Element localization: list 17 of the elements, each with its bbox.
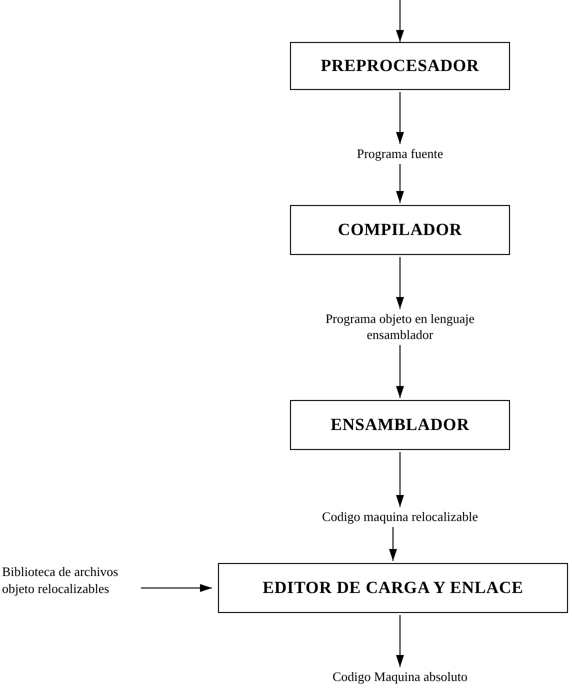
process-box: EDITOR DE CARGA Y ENLACE xyxy=(218,563,568,613)
data-label: Codigo Maquina absoluto xyxy=(332,669,468,685)
process-box: PREPROCESADOR xyxy=(290,42,510,90)
data-label: Programa fuente xyxy=(356,146,444,162)
arrow xyxy=(396,0,404,42)
arrow xyxy=(396,614,404,668)
arrow xyxy=(389,526,397,562)
arrow xyxy=(140,584,212,592)
input-label: Biblioteca de archivos objeto relocalizables xyxy=(2,563,137,597)
arrow xyxy=(396,452,404,508)
data-label: Codigo maquina relocalizable xyxy=(322,509,478,525)
arrow xyxy=(396,344,404,398)
process-box: COMPILADOR xyxy=(290,205,510,255)
arrow xyxy=(396,92,404,144)
arrow xyxy=(396,164,404,204)
arrow xyxy=(396,256,404,310)
process-box: ENSAMBLADOR xyxy=(290,400,510,450)
